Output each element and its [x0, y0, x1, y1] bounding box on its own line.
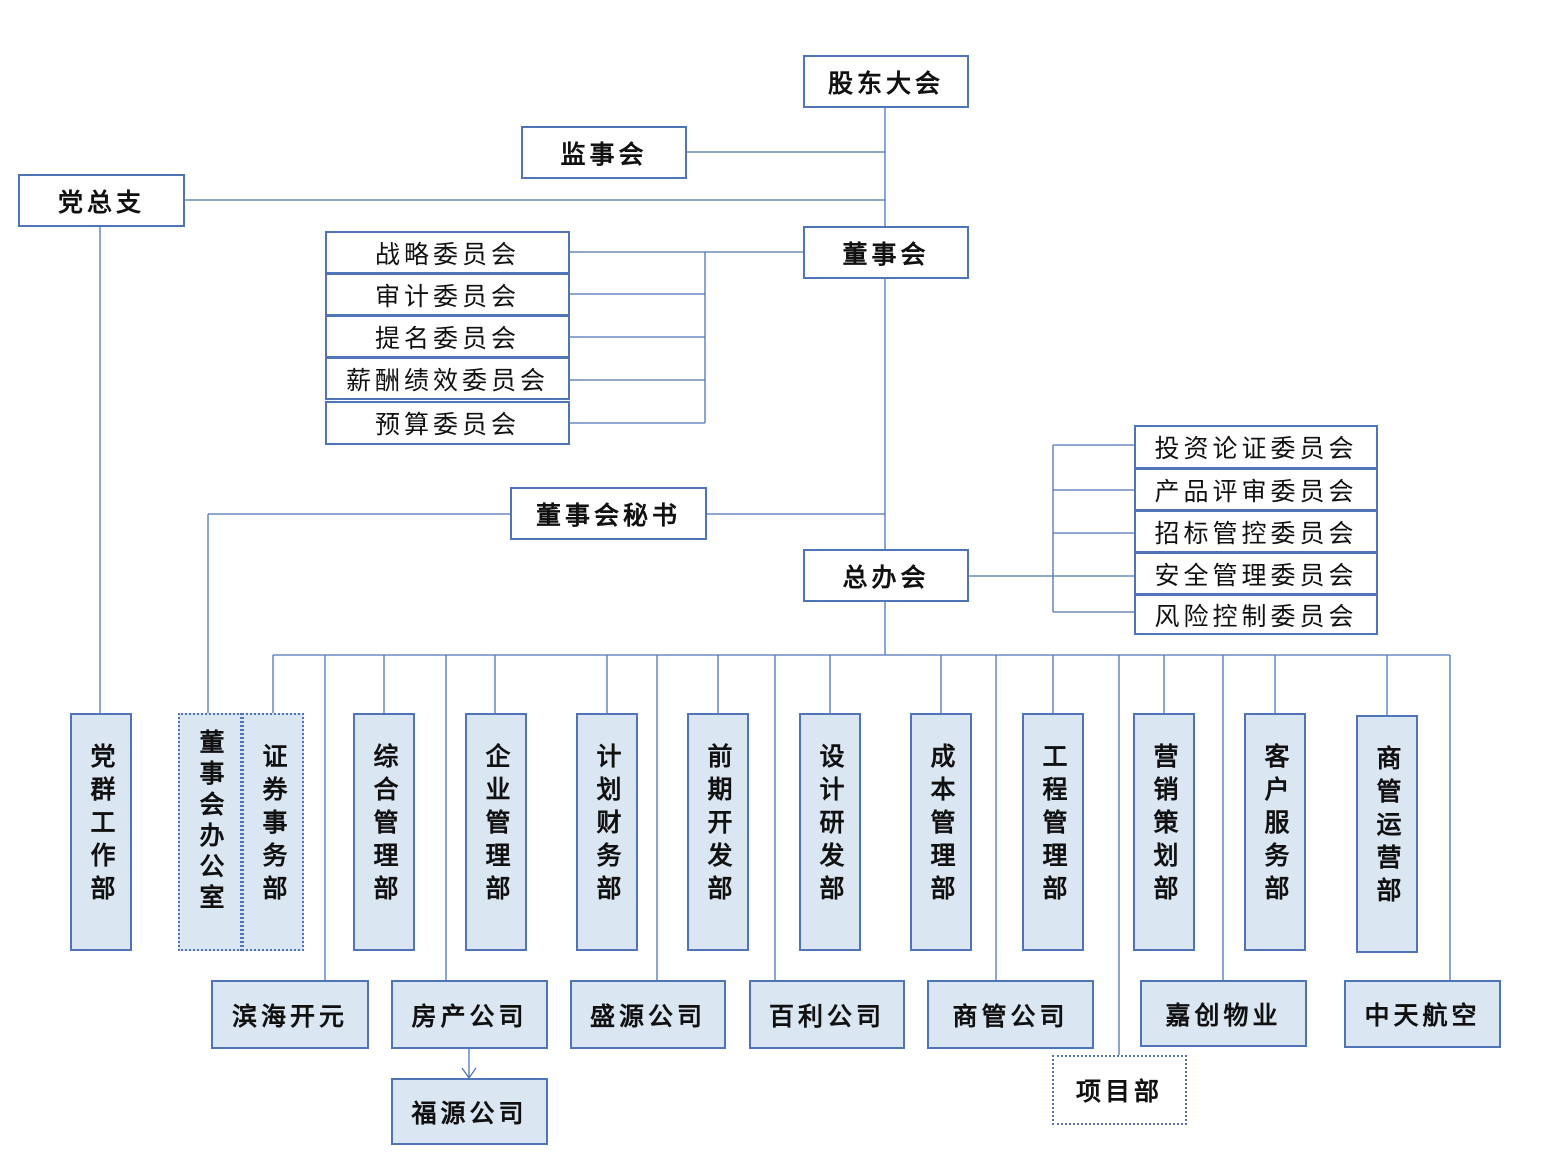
committee-product-review: 产品评审委员会: [1134, 468, 1378, 511]
dept-board-office: 董事会办公室: [178, 713, 242, 951]
board-committee-stack: 战略委员会 审计委员会 提名委员会 薪酬绩效委员会 预算委员会: [325, 231, 570, 445]
shareholders-meeting-box: 股东大会: [803, 55, 969, 108]
dept-customer-service: 客户服务部: [1244, 713, 1306, 951]
company-commercial: 商管公司: [927, 980, 1094, 1049]
project-department: 项目部: [1052, 1055, 1187, 1125]
dept-commercial-operations: 商管运营部: [1356, 715, 1418, 953]
company-baili: 百利公司: [749, 980, 905, 1049]
dept-cost-management: 成本管理部: [910, 713, 972, 951]
company-fuyuan: 福源公司: [391, 1078, 548, 1145]
dept-plan-finance: 计划财务部: [576, 713, 638, 951]
dept-party-work: 党群工作部: [70, 713, 132, 951]
dept-design-rd: 设计研发部: [799, 713, 861, 951]
company-jiachuang: 嘉创物业: [1140, 980, 1307, 1047]
committee-safety: 安全管理委员会: [1134, 552, 1378, 595]
dept-marketing: 营销策划部: [1133, 713, 1195, 951]
dept-pre-development: 前期开发部: [687, 713, 749, 951]
board-secretary-box: 董事会秘书: [510, 487, 707, 540]
committee-risk: 风险控制委员会: [1134, 594, 1378, 635]
committee-tender-control: 招标管控委员会: [1134, 510, 1378, 553]
dept-securities: 证券事务部: [242, 713, 304, 951]
committee-nomination: 提名委员会: [325, 315, 570, 358]
dept-general-management: 综合管理部: [353, 713, 415, 951]
board-of-directors-box: 董事会: [803, 226, 969, 279]
dept-enterprise-management: 企业管理部: [465, 713, 527, 951]
company-property: 房产公司: [391, 980, 548, 1049]
company-zhongtian: 中天航空: [1344, 980, 1501, 1048]
dept-engineering: 工程管理部: [1022, 713, 1084, 951]
company-shengyuan: 盛源公司: [570, 980, 726, 1049]
committee-compensation: 薪酬绩效委员会: [325, 357, 570, 400]
company-binhai: 滨海开元: [211, 980, 369, 1049]
committee-strategy: 战略委员会: [325, 231, 570, 274]
office-committee-stack: 投资论证委员会 产品评审委员会 招标管控委员会 安全管理委员会 风险控制委员会: [1134, 425, 1378, 635]
committee-investment: 投资论证委员会: [1134, 425, 1378, 469]
committee-budget: 预算委员会: [325, 401, 570, 445]
committee-audit: 审计委员会: [325, 273, 570, 316]
party-branch-box: 党总支: [18, 174, 185, 227]
supervisory-board-box: 监事会: [521, 126, 687, 179]
general-office-meeting-box: 总办会: [803, 549, 969, 602]
